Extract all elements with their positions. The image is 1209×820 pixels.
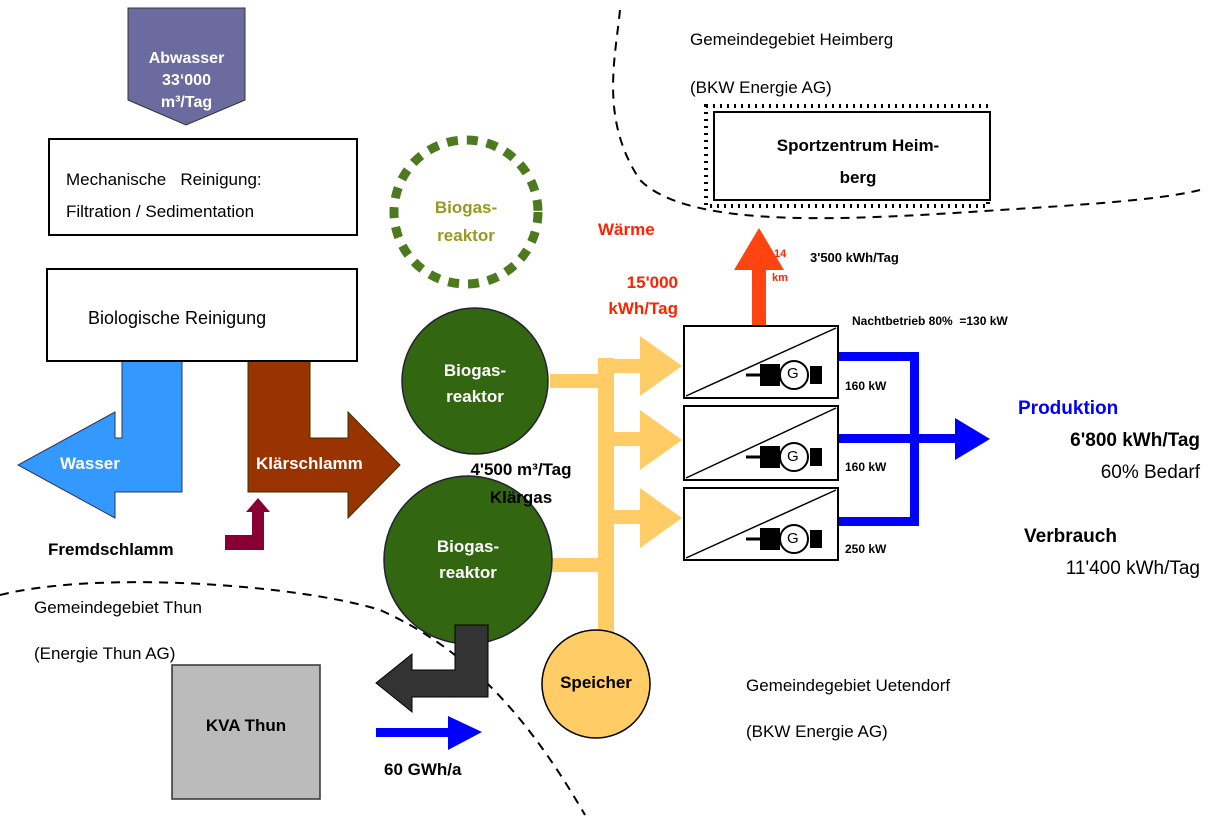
generator-2 — [683, 405, 839, 481]
planned-reactor-label: Biogas- reaktor — [416, 194, 516, 250]
pipeline-distance-value: 14 — [774, 248, 787, 260]
kva-output-arrow — [376, 716, 482, 750]
uetendorf-line1: Gemeindegebiet Uetendorf — [746, 676, 951, 695]
reactor-1-label: Biogas- reaktor — [425, 358, 525, 410]
generator-2-symbol: G — [787, 448, 799, 465]
inflow-line1: Abwasser — [148, 50, 225, 67]
kva-label: KVA Thun — [205, 716, 287, 735]
mechanical-box: Mechanische Reinigung: Filtration / Sedi… — [48, 138, 358, 236]
production-title: Produktion — [1018, 398, 1119, 419]
storage-circle — [541, 629, 651, 739]
consumption-title: Verbrauch — [1024, 526, 1117, 547]
inflow-line3: m³/Tag — [160, 94, 213, 111]
reactor-2-label: Biogas- reaktor — [418, 534, 518, 586]
reactor-1-line1: Biogas- — [443, 361, 507, 380]
sport-center-label: Sportzentrum Heim- berg — [740, 130, 976, 194]
generator-2-power: 160 kW — [845, 460, 887, 474]
planned-reactor-line1: Biogas- — [434, 198, 498, 217]
generator-1-symbol: G — [787, 365, 799, 382]
generator-1 — [683, 325, 839, 399]
generator-3-symbol: G — [787, 530, 799, 547]
gas-type: Klärgas — [489, 488, 553, 507]
pipeline-delivered: 3'500 kWh/Tag — [810, 250, 899, 265]
planned-reactor-ring — [389, 135, 543, 289]
heat-value: 15'000 kWh/Tag — [596, 270, 678, 322]
mechanical-line1: Mechanische Reinigung: — [66, 170, 262, 189]
biological-label: Biologische Reinigung — [88, 308, 267, 328]
gas-lines — [550, 336, 682, 648]
planned-reactor-line2: reaktor — [437, 226, 495, 245]
reactor-1-circle — [401, 307, 549, 455]
night-operation-label: Nachtbetrieb 80% =130 kW — [852, 314, 1008, 328]
water-arrow — [16, 359, 183, 519]
kva-output-label: 60 GWh/a — [384, 760, 462, 779]
generator-1-power: 160 kW — [845, 379, 887, 393]
sport-center-dotted — [704, 104, 990, 208]
pipeline-distance: 14 — [774, 238, 786, 270]
storage-label: Speicher — [560, 673, 632, 692]
mechanical-line2: Filtration / Sedimentation — [66, 202, 255, 221]
reactor-2-line1: Biogas- — [436, 537, 500, 556]
kva-feed-arrow — [375, 624, 489, 714]
sport-center-box — [713, 111, 991, 201]
inflow-line2: 33‘000 — [162, 72, 211, 89]
biological-box: Biologische Reinigung — [46, 268, 358, 362]
power-lines — [838, 352, 990, 526]
kva-box — [171, 664, 321, 800]
heat-arrow — [734, 228, 784, 326]
gas-volume: 4'500 m³/Tag — [470, 460, 572, 479]
heat-value-line2: kWh/Tag — [608, 299, 678, 318]
sport-center-line2: berg — [839, 168, 877, 187]
consumption-value: 11'400 kWh/Tag — [1065, 558, 1200, 579]
heat-value-line1: 15'000 — [626, 273, 678, 292]
production-value: 6'800 kWh/Tag — [1070, 430, 1200, 451]
generator-3-power: 250 kW — [845, 542, 887, 556]
sludge-label: Klärschlamm — [256, 454, 363, 473]
gas-label: 4'500 m³/Tag Klärgas — [456, 456, 586, 512]
reactor-1-line2: reaktor — [446, 387, 504, 406]
heimberg-line2: (BKW Energie AG) — [690, 78, 832, 97]
generator-3 — [683, 487, 839, 561]
heimberg-boundary — [612, 9, 1201, 220]
foreign-sludge-arrow — [225, 498, 270, 550]
uetendorf-line2: (BKW Energie AG) — [746, 722, 888, 741]
water-label: Wasser — [60, 454, 120, 473]
production-share: 60% Bedarf — [1100, 462, 1200, 483]
foreign-sludge-label: Fremdschlamm — [48, 540, 174, 559]
sludge-arrow — [247, 359, 401, 520]
pipeline-distance-unit: km — [772, 272, 788, 284]
inflow-label: Abwasser 33‘000 m³/Tag — [128, 48, 245, 114]
thun-line2: (Energie Thun AG) — [34, 644, 176, 663]
thun-boundary — [0, 581, 586, 816]
heat-title: Wärme — [598, 220, 655, 239]
sport-center-line1: Sportzentrum Heim- — [776, 136, 940, 155]
inflow-arrow — [127, 7, 246, 126]
thun-line1: Gemeindegebiet Thun — [34, 598, 202, 617]
reactor-2-line2: reaktor — [439, 563, 497, 582]
heimberg-line1: Gemeindegebiet Heimberg — [690, 30, 894, 49]
